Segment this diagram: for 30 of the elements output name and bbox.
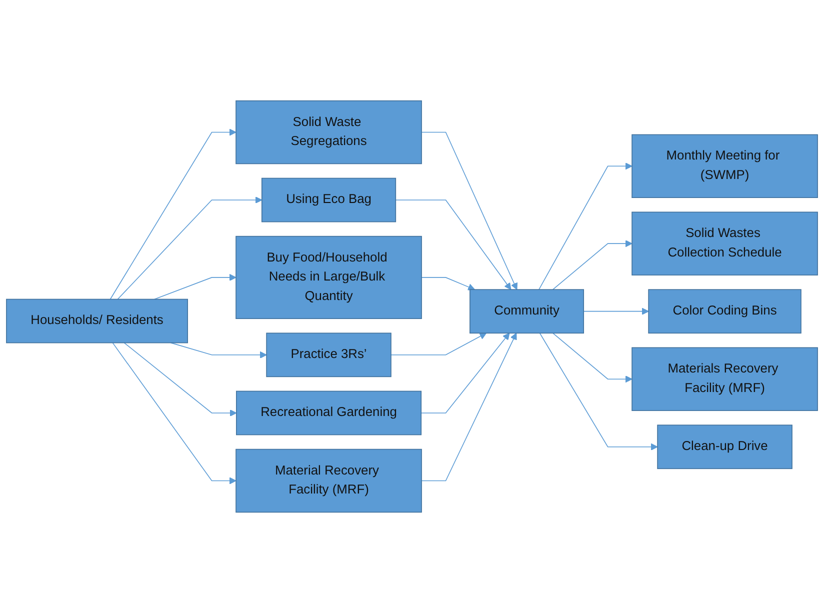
node-box: Households/ Residents bbox=[6, 298, 188, 344]
arrow bbox=[112, 342, 236, 484]
node-box: Material Recovery Facility (MRF) bbox=[236, 448, 422, 513]
arrow bbox=[154, 274, 236, 300]
node-box: Clean-up Drive bbox=[657, 424, 792, 470]
node-box: Recreational Gardening bbox=[236, 390, 422, 436]
arrow bbox=[552, 332, 632, 383]
node-box: Monthly Meeting for (SWMP) bbox=[632, 134, 818, 198]
node-box: Solid Wastes Collection Schedule bbox=[632, 212, 818, 276]
arrow bbox=[539, 332, 658, 450]
arrow bbox=[110, 128, 236, 300]
arrow bbox=[538, 162, 632, 290]
arrow bbox=[552, 240, 632, 290]
arrow bbox=[117, 196, 262, 300]
arrow bbox=[124, 342, 237, 417]
node-box: Practice 3Rs’ bbox=[266, 332, 392, 378]
arrow bbox=[170, 342, 267, 358]
arrow bbox=[421, 132, 518, 290]
node-box: Buy Food/Household Needs in Large/Bulk Quantity bbox=[236, 236, 422, 319]
node-box: Solid Waste Segregations bbox=[236, 100, 422, 164]
node-box: Using Eco Bag bbox=[261, 178, 396, 222]
arrow bbox=[421, 277, 475, 290]
arrow bbox=[583, 308, 649, 315]
arrow bbox=[390, 332, 487, 356]
node-box: Color Coding Bins bbox=[648, 289, 802, 334]
node-box: Materials Recovery Facility (MRF) bbox=[632, 347, 818, 411]
arrow bbox=[421, 332, 517, 482]
arrow bbox=[395, 200, 512, 290]
node-box: Community bbox=[470, 289, 584, 334]
arrow bbox=[420, 332, 510, 414]
